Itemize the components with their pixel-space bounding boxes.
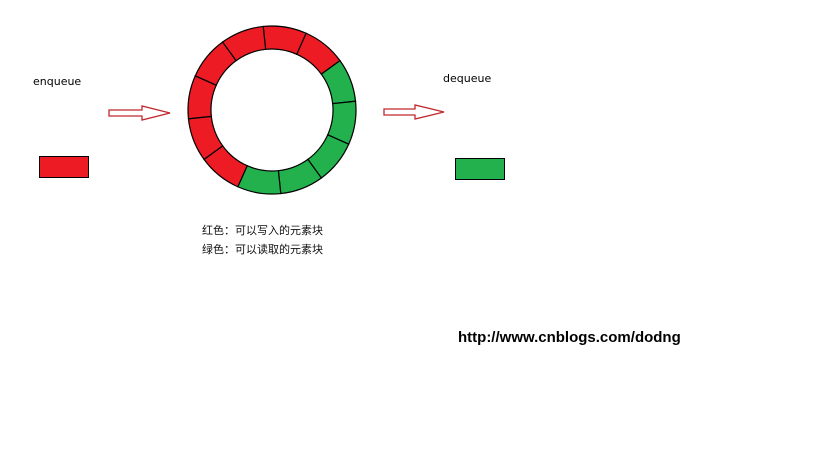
ring-segment-red bbox=[221, 25, 267, 62]
dequeue-label: dequeue bbox=[443, 72, 492, 85]
legend-green-text: 绿色：可以读取的元素块 bbox=[202, 243, 323, 256]
ring-buffer bbox=[187, 25, 357, 195]
dequeue-arrow-icon bbox=[383, 104, 445, 120]
enqueue-arrow-icon bbox=[108, 105, 171, 121]
dequeue-element-block bbox=[455, 158, 505, 180]
enqueue-element-block bbox=[39, 156, 89, 178]
legend-red-text: 红色：可以写入的元素块 bbox=[202, 224, 323, 237]
source-url-text: http://www.cnblogs.com/dodng bbox=[458, 329, 681, 346]
enqueue-label: enqueue bbox=[33, 75, 82, 88]
